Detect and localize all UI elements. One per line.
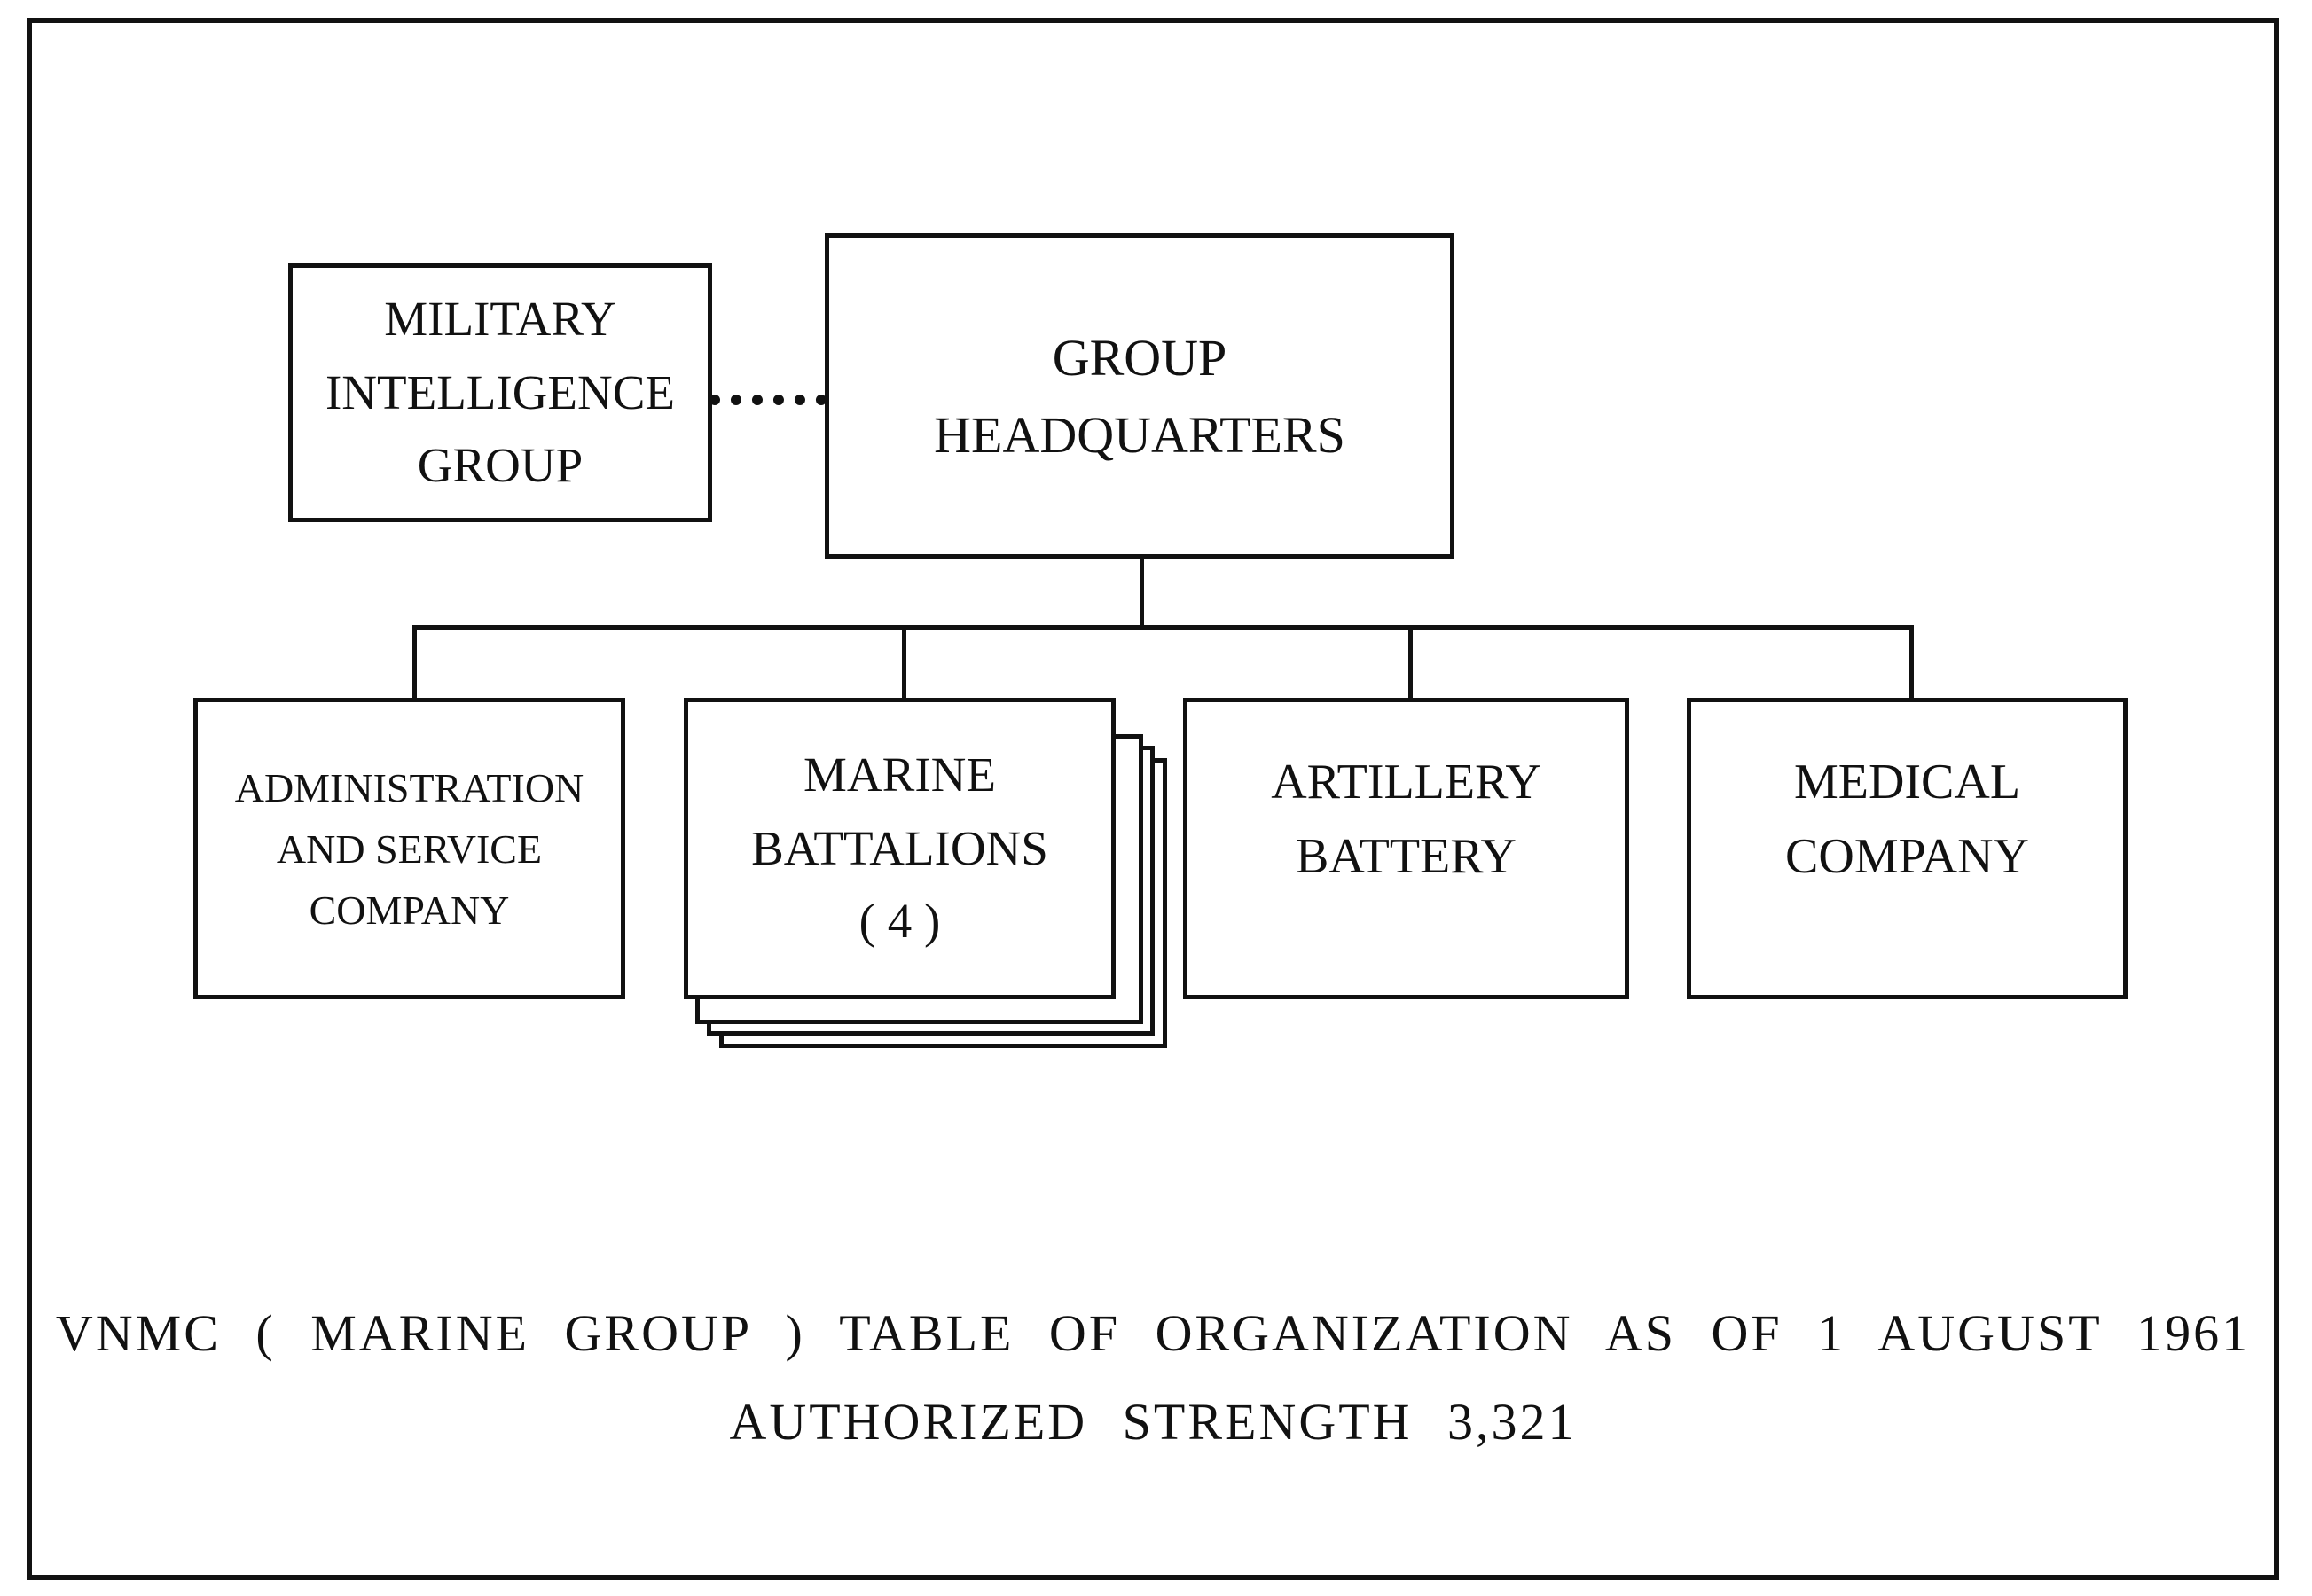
hq-line-1: GROUP [1052,328,1227,387]
medical-line-2: COMPANY [1785,829,2029,884]
unit-bus-line [412,625,1914,630]
marine-battalions-box: MARINE BATTALIONS ( 4 ) [684,698,1116,999]
medical-company-box: MEDICAL COMPANY [1687,698,2128,999]
mig-line-1: MILITARY [384,292,616,347]
hq-stem-line [1140,557,1144,628]
artillery-line-2: BATTERY [1296,829,1517,884]
medical-line-1: MEDICAL [1793,755,2021,810]
hq-line-2: HEADQUARTERS [934,405,1345,464]
battalions-line-1: MARINE [803,747,996,802]
drop-line-battalions [902,625,906,700]
admin-line-1: ADMINISTRATION [234,764,584,810]
artillery-battery-box: ARTILLERY BATTERY [1183,698,1629,999]
artillery-line-1: ARTILLERY [1271,755,1541,810]
drop-line-artillery [1408,625,1413,700]
mig-line-2: INTELLIGENCE [325,364,676,419]
chart-caption-line-2: AUTHORIZED STRENGTH 3,321 [729,1393,1577,1451]
mig-line-3: GROUP [417,438,584,493]
battalions-line-2: BATTALIONS [751,820,1048,875]
administration-service-company-box: ADMINISTRATION AND SERVICE COMPANY [193,698,625,999]
admin-line-3: COMPANY [309,887,510,933]
drop-line-medical [1909,625,1914,700]
battalions-line-3: ( 4 ) [858,894,941,949]
drop-line-admin [412,625,417,700]
admin-line-2: AND SERVICE [276,825,543,872]
group-headquarters-box: GROUP HEADQUARTERS [825,233,1454,559]
military-intelligence-group-box: MILITARY INTELLIGENCE GROUP [288,263,712,522]
dotted-connector [709,395,827,405]
page-frame [27,18,2279,1580]
chart-caption-line-1: VNMC ( MARINE GROUP ) TABLE OF ORGANIZAT… [55,1304,2251,1362]
